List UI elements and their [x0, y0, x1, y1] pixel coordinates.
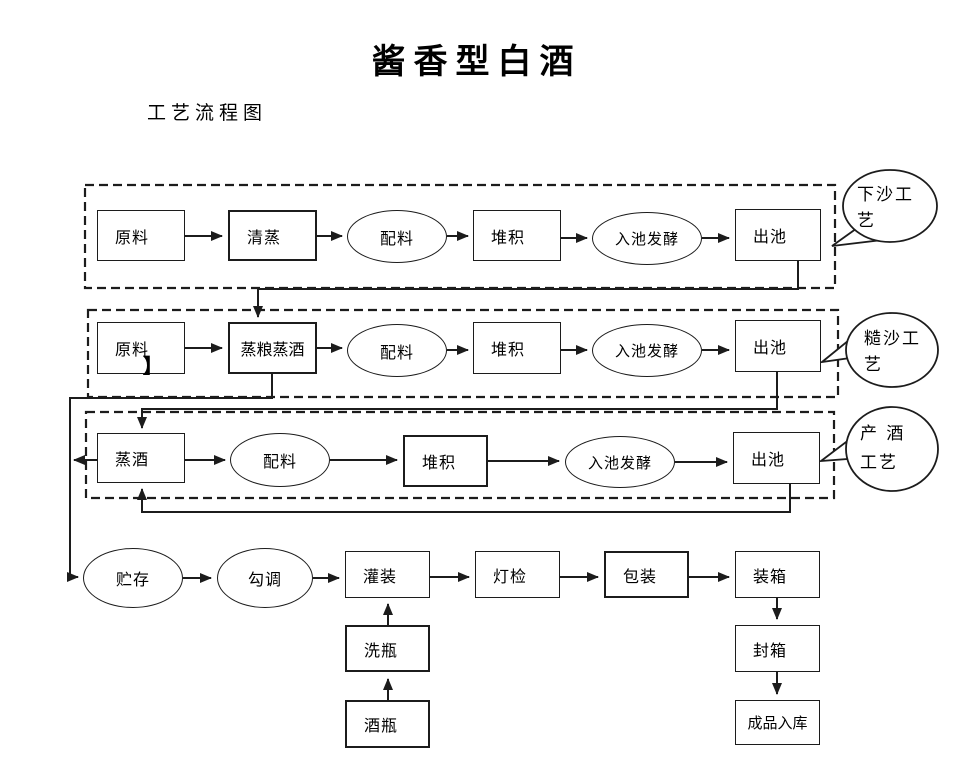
node-label: 成品入库	[747, 714, 808, 732]
node-label: 配料	[262, 452, 297, 471]
node-light-inspection: 灯检	[475, 551, 560, 598]
node-pit-out-row2: 出池	[735, 320, 821, 372]
node-pit-out-row3: 出池	[733, 432, 820, 484]
node-label: 清蒸	[247, 227, 282, 247]
node-grain-steam-distill: 蒸粮蒸酒	[228, 322, 317, 374]
node-label: 贮存	[115, 570, 150, 589]
node-distilling: 蒸酒	[97, 433, 185, 483]
page-title: 酱香型白酒	[371, 42, 582, 82]
group-box-caosha	[86, 308, 840, 399]
node-label: 勾调	[247, 570, 282, 589]
node-mixing-row2: 配料	[347, 324, 447, 377]
node-stacking-row1: 堆积	[473, 210, 561, 261]
stray-bracket-mark: 】	[142, 354, 164, 378]
node-label: 堆积	[422, 453, 457, 472]
node-label: 出池	[753, 338, 788, 357]
node-label: 封箱	[753, 640, 788, 660]
callout-label-xiasha: 下沙工艺	[857, 185, 914, 232]
node-storage: 贮存	[83, 548, 183, 608]
node-blending: 勾调	[217, 548, 313, 608]
node-box-sealing: 封箱	[735, 625, 820, 672]
node-label: 入池发酵	[614, 230, 679, 248]
node-label: 酒瓶	[364, 716, 399, 735]
node-finished-warehousing: 成品入库	[735, 700, 820, 745]
node-label: 装箱	[753, 566, 788, 586]
node-stacking-row3: 堆积	[403, 435, 488, 487]
callout-bubble-xiasha	[831, 169, 938, 247]
node-wine-bottle: 酒瓶	[345, 700, 430, 748]
node-steaming-row1: 清蒸	[228, 210, 317, 261]
node-label: 出池	[753, 227, 788, 246]
node-mixing-row1: 配料	[347, 210, 447, 263]
node-boxing: 装箱	[735, 551, 820, 598]
callout-bubble-caosha	[818, 312, 939, 388]
node-label: 配料	[379, 342, 414, 362]
callout-bubble-chanjiu	[818, 406, 939, 492]
node-label: 堆积	[491, 227, 526, 247]
node-stacking-row2: 堆积	[473, 322, 561, 374]
node-raw-material-row1: 原料	[97, 210, 185, 261]
callout-label-caosha: 糙沙工艺	[864, 329, 921, 376]
node-label: 洗瓶	[364, 640, 399, 660]
node-label: 堆积	[491, 340, 526, 359]
node-label: 蒸粮蒸酒	[240, 340, 305, 359]
node-label: 原料	[115, 227, 150, 247]
node-label: 蒸酒	[115, 450, 150, 469]
node-label: 灌装	[363, 566, 398, 586]
node-label: 出池	[751, 450, 786, 469]
node-pit-fermentation-row3: 入池发酵	[565, 436, 675, 488]
node-filling: 灌装	[345, 551, 430, 598]
node-label: 包装	[623, 566, 658, 586]
node-packaging: 包装	[604, 551, 689, 598]
callout-label-chanjiu: 产 酒 工艺	[860, 424, 906, 473]
node-raw-material-row2: 原料 】	[97, 322, 185, 378]
node-pit-fermentation-row2: 入池发酵	[592, 324, 702, 377]
node-label: 入池发酵	[614, 342, 679, 360]
node-label: 原料	[115, 340, 150, 359]
node-bottle-washing: 洗瓶	[345, 625, 430, 672]
page-subtitle: 工艺流程图	[147, 102, 268, 124]
node-pit-fermentation-row1: 入池发酵	[592, 212, 702, 265]
connector-arrows	[67, 231, 799, 700]
node-label: 入池发酵	[587, 453, 652, 472]
node-label: 灯检	[493, 566, 528, 586]
group-box-xiasha	[83, 183, 837, 290]
node-mixing-row3: 配料	[230, 433, 330, 487]
node-pit-out-row1: 出池	[735, 209, 821, 261]
node-label: 配料	[379, 228, 414, 248]
